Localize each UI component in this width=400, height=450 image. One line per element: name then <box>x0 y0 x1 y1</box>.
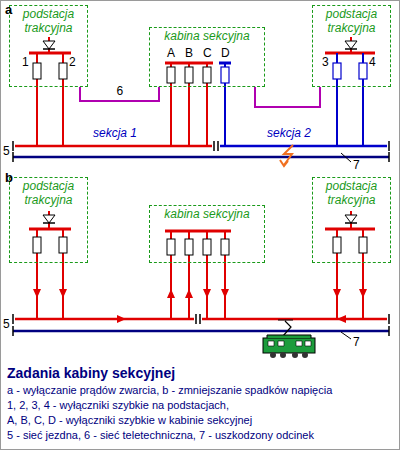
callout-letter: A <box>167 47 175 60</box>
callout-number: 6 <box>116 85 125 98</box>
section-label: sekcja 2 <box>267 127 311 140</box>
panel-letter: b <box>5 171 13 184</box>
rail-line <box>13 330 389 333</box>
busbar <box>29 228 71 231</box>
rectifier-symbol <box>43 41 55 49</box>
callout-letter: B <box>185 47 193 60</box>
locomotive-window <box>268 341 311 346</box>
feeder-line <box>171 231 225 319</box>
cabin-box: kabina sekcyjna <box>149 205 265 263</box>
rectifier-symbol <box>345 41 357 49</box>
busbar <box>325 52 375 55</box>
breaker-symbol <box>33 237 41 253</box>
fault-bolt <box>280 145 293 166</box>
section-label: sekcja 1 <box>93 127 137 140</box>
substation-box: podstacja trakcyjna <box>312 5 391 87</box>
callout-number: 5 <box>3 145 10 158</box>
rail-line <box>13 156 389 159</box>
callout-letter: D <box>221 47 230 60</box>
caption-line: a - wyłączanie prądów zwarcia, b - zmnie… <box>7 384 332 397</box>
breaker-symbol <box>333 237 341 253</box>
callout-number: 7 <box>353 336 360 349</box>
breaker-symbol <box>221 239 229 255</box>
leader-line <box>341 332 351 339</box>
contact-line <box>15 318 387 321</box>
telecom-line <box>255 87 320 107</box>
substation-box: podstacja trakcyjna <box>9 177 88 263</box>
breaker-symbol <box>185 239 193 255</box>
callout-number: 1 <box>22 56 29 69</box>
breaker-symbol <box>185 67 193 83</box>
rectifier-symbol <box>345 215 357 223</box>
breaker-symbol <box>203 67 211 83</box>
contact-line <box>15 145 212 148</box>
callout-number: 2 <box>69 56 76 69</box>
breaker-symbol <box>221 67 229 83</box>
callout-number: 7 <box>353 159 360 172</box>
caption-line: A, B, C, D - wyłączniki szybkie w kabini… <box>7 414 252 427</box>
box-heading: podstacja trakcyjna <box>10 178 87 208</box>
feeder-line <box>171 63 207 146</box>
callout-number: 5 <box>3 318 10 331</box>
busbar <box>165 230 231 233</box>
callout-number: 3 <box>322 56 329 69</box>
box-heading: kabina sekcyjna <box>150 28 264 44</box>
insulator-mark <box>13 314 389 336</box>
breaker-symbol <box>359 63 367 79</box>
busbar <box>29 52 71 55</box>
callout-letter: C <box>203 47 212 60</box>
breaker-symbol <box>167 239 175 255</box>
caption-title: Zadania kabiny sekcyjnej <box>7 365 175 381</box>
caption-line: 5 - sieć jezdna, 6 - sieć teletechniczna… <box>7 429 314 442</box>
panel-letter: a <box>5 3 12 16</box>
substation-box: podstacja trakcyjna <box>312 177 391 263</box>
box-heading: kabina sekcyjna <box>150 206 264 222</box>
rectifier-symbol <box>43 215 55 223</box>
breaker-symbol <box>59 63 67 79</box>
breaker-symbol <box>359 237 367 253</box>
box-heading: podstacja trakcyjna <box>10 6 87 36</box>
callout-number: 4 <box>369 56 376 69</box>
locomotive-wheel <box>270 352 308 358</box>
breaker-symbol <box>203 239 211 255</box>
locomotive-body <box>263 338 315 353</box>
substation-box: podstacja trakcyjna <box>9 5 88 87</box>
leader-line <box>341 153 351 162</box>
breaker-symbol <box>59 237 67 253</box>
contact-line <box>220 145 387 148</box>
breaker-symbol <box>167 67 175 83</box>
breaker-symbol <box>333 63 341 79</box>
pantograph <box>278 320 293 336</box>
caption-line: 1, 2, 3, 4 - wyłączniki szybkie na podst… <box>7 399 229 412</box>
insulator-mark <box>13 141 389 162</box>
locomotive-roof <box>267 335 311 338</box>
box-heading: podstacja trakcyjna <box>313 6 390 36</box>
busbar <box>325 228 375 231</box>
breaker-symbol <box>33 63 41 79</box>
box-heading: podstacja trakcyjna <box>313 178 390 208</box>
